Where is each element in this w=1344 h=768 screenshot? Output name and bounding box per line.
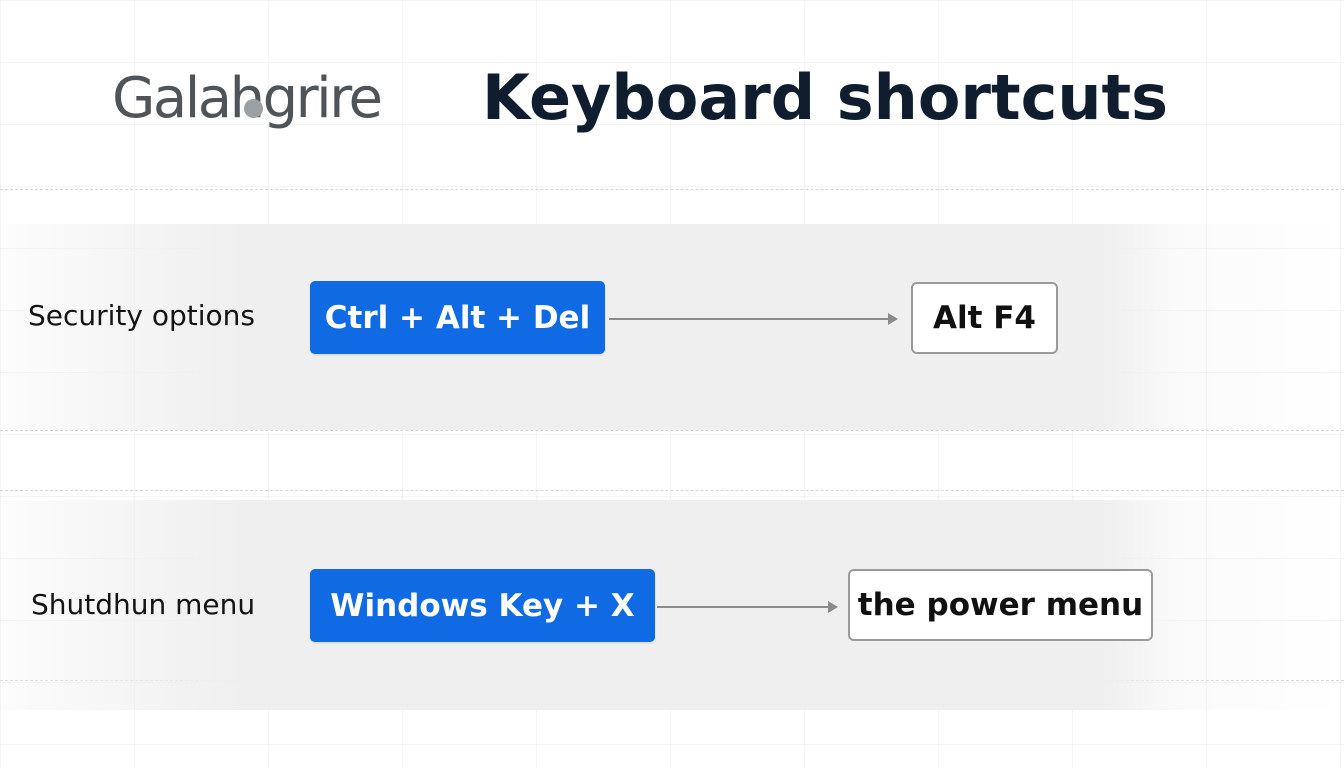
right-arrow-icon xyxy=(609,313,898,325)
row-label-security-options: Security options xyxy=(28,299,256,332)
right-arrow-icon xyxy=(657,601,838,613)
arrow-head-icon xyxy=(828,601,838,613)
divider-middle xyxy=(0,430,1344,431)
page-title: Keyboard shortcuts xyxy=(482,61,1169,134)
divider-top xyxy=(0,189,1344,190)
arrow-line xyxy=(657,606,830,608)
brand-logo-text: Galahgrire xyxy=(112,66,383,131)
divider-lower xyxy=(0,490,1344,491)
shortcut-result-alt-f4[interactable]: Alt F4 xyxy=(911,282,1058,354)
row-label-shutdown-menu: Shutdhun menu xyxy=(31,588,256,621)
shortcut-key-ctrl-alt-del[interactable]: Ctrl + Alt + Del xyxy=(310,281,605,354)
page-header: Galahgrire Keyboard shortcuts xyxy=(0,56,1344,146)
arrow-line xyxy=(609,318,890,320)
shortcut-result-power-menu[interactable]: the power menu xyxy=(848,569,1153,641)
arrow-head-icon xyxy=(888,313,898,325)
shortcut-row-background-1 xyxy=(0,224,1344,430)
logo-mark-icon xyxy=(244,99,263,118)
shortcut-key-windows-x[interactable]: Windows Key + X xyxy=(310,569,655,642)
